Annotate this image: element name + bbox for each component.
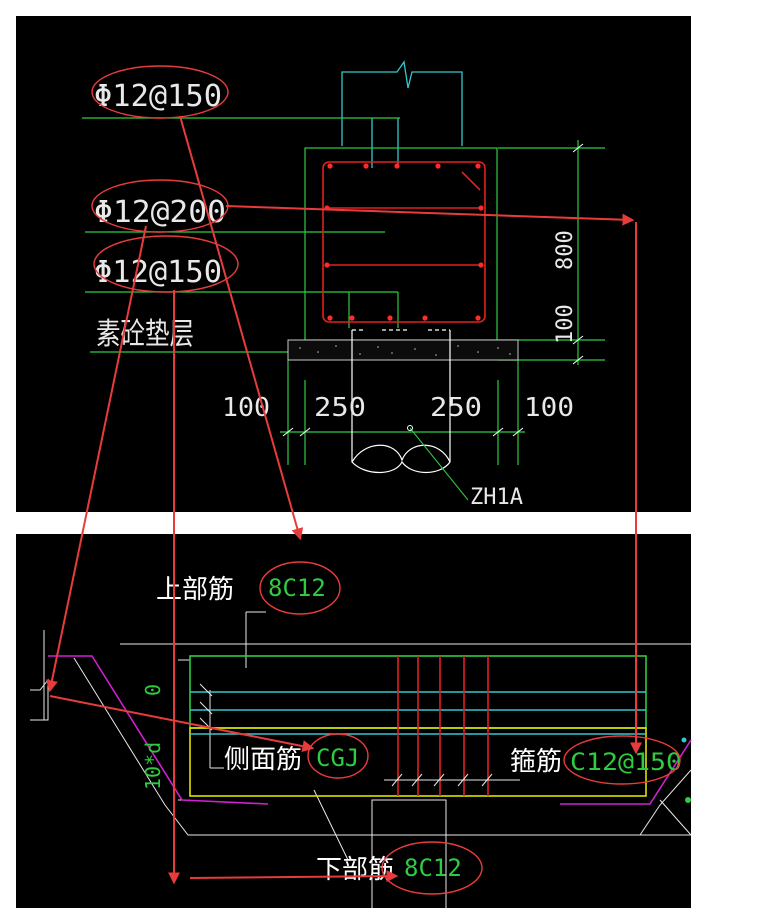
label-side-rebar: 侧面筋	[224, 745, 302, 775]
column-outline	[341, 60, 463, 168]
cap-outline	[82, 117, 605, 465]
pile-tag: ZH1A	[470, 485, 523, 510]
cushion-speckle	[299, 345, 511, 356]
stirrup-lines	[397, 656, 489, 796]
arrow-middle-bar-to-side	[46, 225, 147, 693]
label-lower-bar: Φ12@150	[94, 255, 222, 290]
annotation-arrows	[46, 115, 642, 885]
rebar-cage	[322, 161, 486, 323]
label-top-bar: Φ12@150	[94, 79, 222, 114]
dim-left-250: 250	[314, 393, 366, 423]
value-side-rebar: CGJ	[316, 744, 359, 772]
arrow-to-bottom-rebar	[189, 870, 399, 883]
arrow-top-bar-to-top-rebar	[179, 115, 304, 541]
label-cushion: 素砼垫层	[96, 317, 194, 352]
arrow-side-to-cgj	[49, 695, 315, 753]
pile-leader	[409, 427, 469, 501]
annotation-ellipses-bottom	[259, 561, 681, 895]
magenta-lines	[48, 655, 692, 805]
dim-right-250: 250	[430, 393, 482, 423]
pile	[351, 329, 451, 474]
edge-dot-green	[685, 797, 691, 803]
dim-right-100: 100	[524, 393, 574, 423]
edge-dot-cyan	[681, 737, 687, 743]
pile-leader-dot	[407, 425, 413, 431]
top-panel: Φ12@150 Φ12@200 Φ12@150 素砼垫层 800 100 100…	[16, 16, 691, 512]
label-bottom-rebar: 下部筋	[316, 855, 394, 885]
value-bottom-rebar: 8C12	[404, 854, 462, 882]
dimension-ticks	[282, 143, 584, 437]
bottom-dim-ticks	[199, 683, 520, 787]
dim-800: 800	[553, 230, 578, 270]
label-top-rebar: 上部筋	[156, 575, 234, 605]
dim-10d: 10*d	[141, 742, 165, 790]
value-stirrup: C12@150	[570, 748, 682, 776]
concrete-cushion	[287, 339, 519, 361]
label-stirrup: 箍筋	[510, 747, 562, 777]
arrow-middle-bar-to-stirrup	[225, 205, 635, 226]
dim-100-vertical: 100	[553, 304, 578, 344]
bottom-panel: 0 10*d 上部筋 8C12 侧面筋 CGJ 箍筋 C12@150 下部筋 8…	[16, 534, 692, 908]
beam-outline	[30, 611, 692, 908]
bottom-panel-background	[16, 534, 691, 908]
value-top-rebar: 8C12	[268, 574, 326, 602]
dim-zero: 0	[141, 684, 165, 696]
